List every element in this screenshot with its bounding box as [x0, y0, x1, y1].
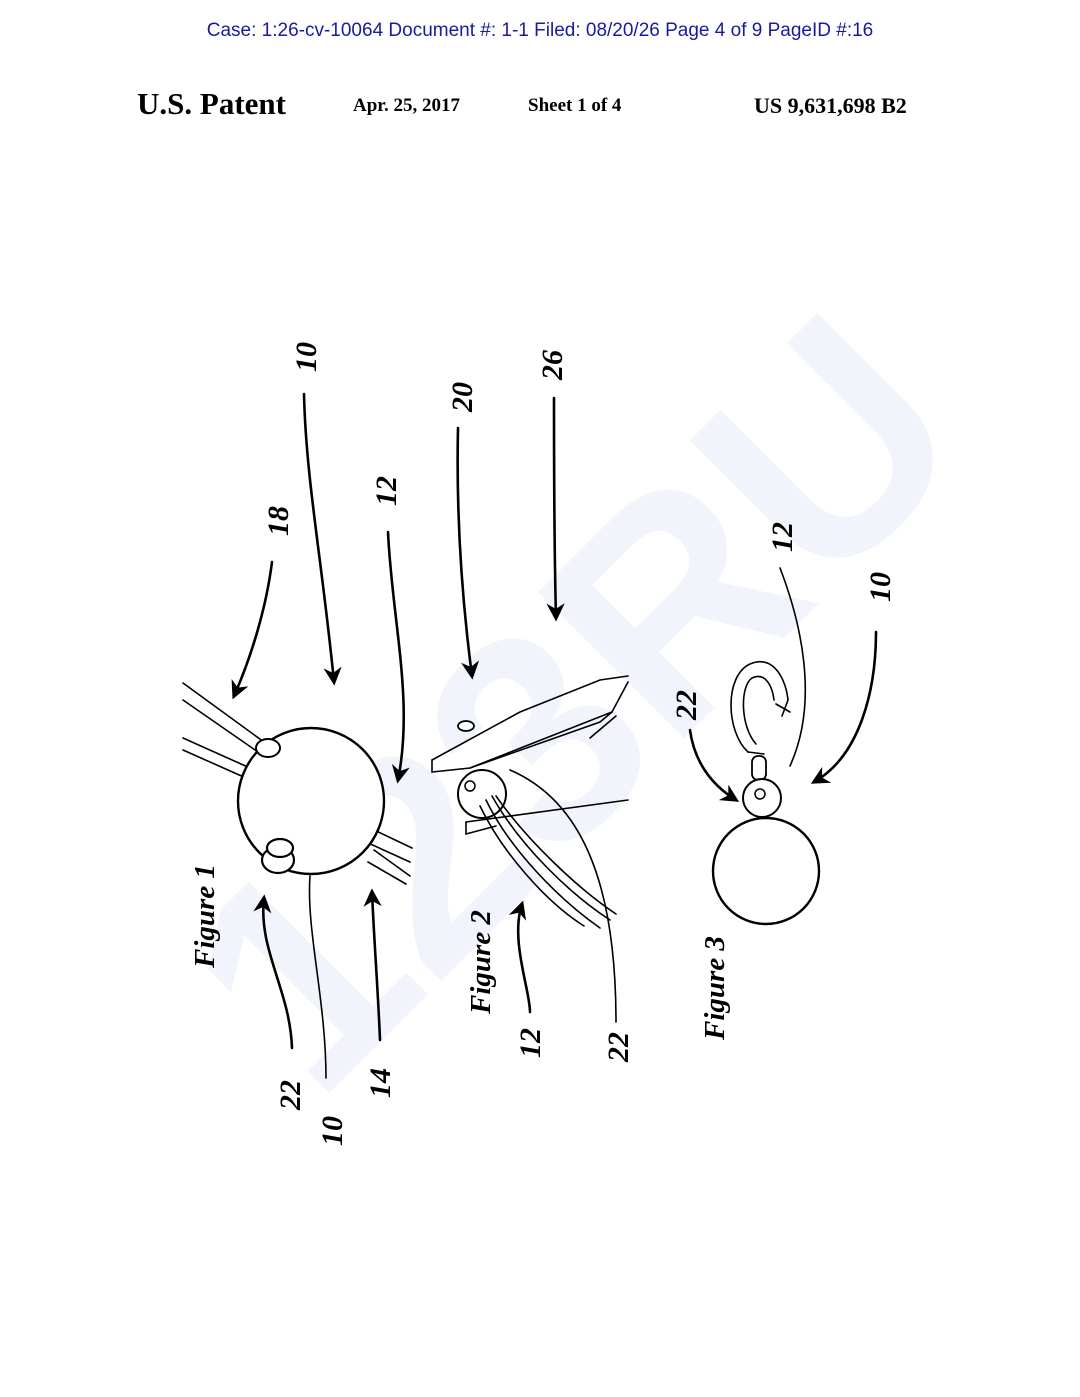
fig3-arrow-22	[688, 728, 740, 802]
fig1-ref-18: 18	[262, 506, 295, 536]
fig1-ref-12: 12	[370, 476, 403, 506]
figure-2: 20 26 12 22 Figure 2	[431, 350, 635, 1063]
fig3-ref-22: 22	[670, 690, 703, 721]
fig2-ref-22: 22	[602, 1032, 635, 1063]
fig1-arrow-12	[386, 530, 410, 784]
fig3-arrow-10	[810, 630, 878, 784]
fig1-arrow-22	[253, 894, 294, 1050]
fig1-ball	[236, 726, 386, 876]
fig1-ball-opening	[255, 738, 281, 758]
fig2-ref-12: 12	[514, 1028, 547, 1058]
figure-1: 10 18 12 22 10 14 Figure 1	[182, 342, 413, 1146]
fig1-knob	[260, 837, 296, 875]
fig3-ref-12: 12	[766, 522, 799, 552]
fig3-ball	[711, 816, 821, 926]
fig3-leader-12	[779, 567, 806, 767]
fig1-ref-22: 22	[274, 1080, 307, 1111]
fig1-arrow-18	[231, 560, 274, 700]
fig3-bead	[742, 778, 782, 818]
fig2-bead	[457, 769, 507, 819]
figure-3: 22 12 10 Figure 3	[670, 522, 897, 1041]
fig1-leader-10-bottom	[308, 875, 327, 1079]
fig2-arrow-20	[456, 426, 480, 680]
fig1-label: Figure 1	[189, 864, 221, 969]
patent-header: U.S. Patent Apr. 25, 2017 Sheet 1 of 4 U…	[0, 86, 1080, 126]
fig1-cord-lower	[365, 827, 413, 885]
fig1-arrow-14	[363, 888, 382, 1042]
fig2-cord	[479, 795, 617, 929]
patent-number: US 9,631,698 B2	[754, 93, 907, 118]
watermark: 123RU	[124, 254, 1022, 1152]
fig2-ref-26: 26	[536, 350, 569, 381]
fig1-arrow-10-top	[302, 392, 342, 686]
fig1-ref-10-bottom: 10	[316, 1116, 349, 1146]
fig2-clip	[431, 675, 629, 836]
fig2-leader-22	[509, 769, 617, 1023]
fig3-ref-10: 10	[864, 572, 897, 602]
fig2-label: Figure 2	[465, 910, 497, 1015]
patent-title: U.S. Patent	[137, 86, 286, 121]
fig1-ref-10-top: 10	[290, 342, 323, 372]
fig2-ref-20: 20	[446, 382, 479, 413]
fig2-arrow-12	[508, 900, 532, 1014]
case-header: Case: 1:26-cv-10064 Document #: 1-1 File…	[206, 20, 874, 41]
patent-sheet: Sheet 1 of 4	[528, 95, 622, 116]
fig2-arrow-26	[546, 396, 565, 622]
patent-date: Apr. 25, 2017	[353, 95, 460, 116]
watermark-text: 123RU	[124, 254, 1022, 1152]
fig1-cord-upper	[182, 682, 265, 779]
fig1-ref-14: 14	[364, 1068, 397, 1098]
fig3-label: Figure 3	[699, 936, 731, 1041]
